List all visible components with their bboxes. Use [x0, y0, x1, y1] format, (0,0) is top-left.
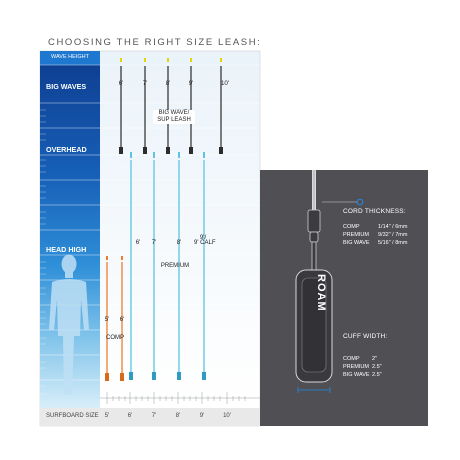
comp-leashes	[106, 262, 123, 375]
leash-product-illustration	[295, 170, 364, 393]
big-wave-label-line2: SUP LEASH	[157, 117, 191, 123]
big-wave-size-label: 6'	[118, 80, 124, 87]
comp-size-label: 6'	[119, 316, 125, 323]
big-wave-size-label: 10'	[220, 80, 230, 87]
x-tick-label: 6'	[127, 413, 133, 419]
cord-row-name: BIG WAVE	[343, 240, 370, 246]
cuff-row-value: 2.5"	[372, 364, 382, 370]
chart-title: CHOOSING THE RIGHT SIZE LEASH:	[48, 37, 262, 48]
big-wave-leash-label: BIG WAVE/ SUP LEASH	[153, 110, 195, 124]
x-tick-label: 10'	[223, 413, 231, 419]
cord-row-value: 9/32" / 7mm	[378, 232, 408, 238]
premium-size-label: 6'	[135, 239, 141, 246]
leash-detail-panel	[260, 170, 428, 426]
comp-tips	[106, 256, 123, 260]
left-ruler-ticks	[40, 109, 46, 395]
cuff-row-value: 2.5"	[372, 372, 382, 378]
big-wave-size-label: 8'	[165, 80, 171, 87]
big-wave-label-line1: BIG WAVE/	[158, 110, 190, 116]
cuff-row-name: BIG WAVE	[343, 372, 370, 378]
premium-size-label: 9'/	[199, 234, 207, 241]
x-tick-label: 5'	[104, 413, 110, 419]
cord-row-value: 5/16" / 8mm	[378, 240, 408, 246]
label-overhead: OVERHEAD	[46, 145, 87, 154]
cord-row-name: COMP	[343, 224, 360, 230]
wave-height-header: WAVE HEIGHT	[51, 54, 89, 60]
big-wave-size-label: 9'	[188, 80, 194, 87]
cord-row-value: 1/14" / 6mm	[378, 224, 408, 230]
board-size-ruler	[100, 392, 260, 404]
premium-size-label: 8'	[176, 239, 182, 246]
cuff-width-heading: CUFF WIDTH:	[343, 333, 388, 340]
comp-leash-label: COMP	[106, 335, 124, 341]
cuff-row-value: 2"	[372, 356, 378, 362]
cuff-row-name: PREMIUM	[343, 364, 369, 370]
x-tick-label: 7'	[151, 413, 157, 419]
big-wave-tips	[120, 58, 222, 62]
x-tick-label: 9'	[199, 413, 205, 419]
big-wave-size-label: 7'	[142, 80, 148, 87]
big-wave-cuffs	[119, 147, 223, 154]
big-wave-leashes	[120, 66, 222, 148]
premium-tips	[130, 152, 205, 158]
premium-leash-label: PREMIUM	[160, 263, 190, 269]
label-head-high: HEAD HIGH	[46, 245, 87, 254]
premium-size-label: 9' CALF	[194, 240, 216, 246]
premium-leashes	[130, 160, 205, 374]
label-big-waves: BIG WAVES	[46, 82, 87, 91]
comp-cuffs	[105, 373, 124, 381]
wave-height-header-bar	[40, 51, 100, 65]
person-silhouette-icon	[49, 254, 89, 395]
x-axis-label: SURFBOARD SIZE	[46, 413, 99, 419]
surfboard-size-bar	[40, 408, 260, 426]
roam-logo: ROAM	[315, 274, 327, 312]
comp-size-label: 5'	[104, 316, 110, 323]
x-tick-label: 8'	[175, 413, 181, 419]
premium-cuffs	[129, 372, 206, 380]
cuff-row-name: COMP	[343, 356, 360, 362]
premium-size-label: 7'	[151, 239, 157, 246]
cord-row-name: PREMIUM	[343, 232, 369, 238]
cord-thickness-heading: CORD THICKNESS:	[343, 208, 406, 215]
